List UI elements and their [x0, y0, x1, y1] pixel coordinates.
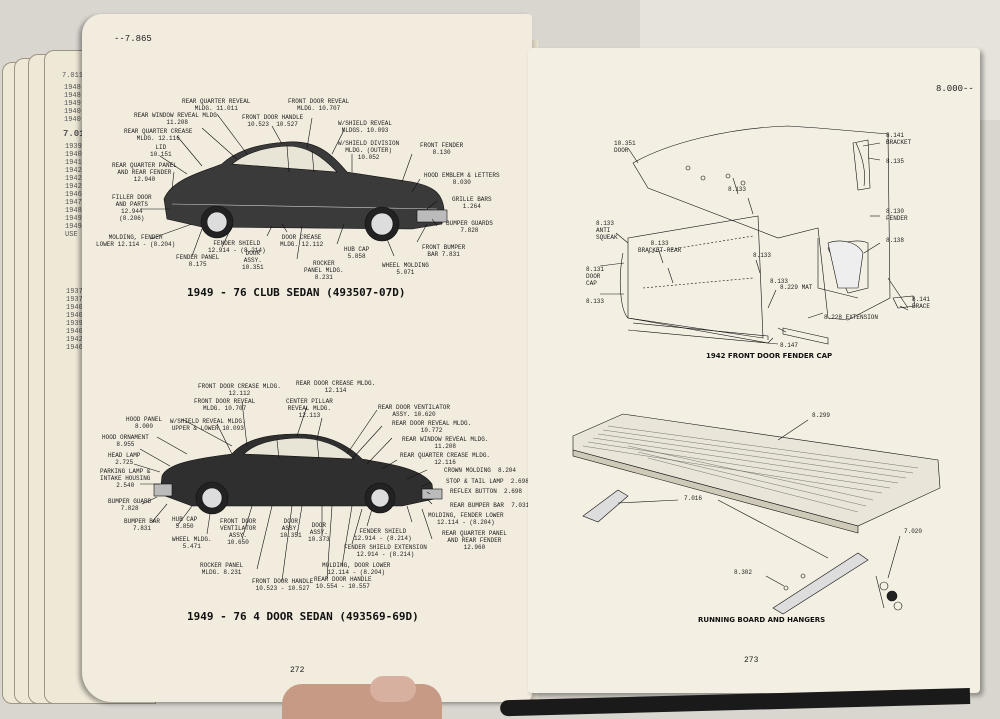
label-rear-quarter-reveal: REAR QUARTER REVEAL MLDG. 11.011 [182, 98, 251, 112]
label-hub-cap: HUB CAP 5.850 [172, 516, 198, 530]
label-stop-tail-lamp: STOP & TAIL LAMP 2.698 [446, 478, 529, 485]
label-rear-door-reveal: REAR DOOR REVEAL MLDG. 10.772 [392, 420, 472, 434]
label-door-assy-rear: DOOR ASSY. 10.373 [308, 522, 330, 543]
label-7020: 7.020 [904, 528, 923, 535]
label-bumper-bar: BUMPER BAR 7.831 [124, 518, 161, 532]
label-8147: 8.147 [780, 342, 799, 349]
label-door: 10.351 DOOR [614, 140, 636, 154]
label-8133-top: 8.133 [728, 186, 747, 193]
running-board-drawing [572, 413, 941, 615]
label-filler-door: FILLER DOOR AND PARTS 12.944 (8.206) [112, 194, 152, 222]
label-molding-fender-lower: MOLDING, FENDER LOWER 12.114 - (8.204) [96, 234, 176, 248]
label-door-assy: DOOR ASSY. 10.351 [242, 250, 264, 271]
label-bumper-guards: BUMPER GUARDS 7.828 [446, 220, 493, 234]
label-front-door-ventilator: FRONT DOOR VENTILATOR ASSY. 10.650 [220, 518, 257, 546]
label-front-door-reveal: FRONT DOOR REVEAL MLDG. 10.707 [194, 398, 256, 412]
page-header: --7.865 [114, 34, 152, 44]
fender-cap-caption: 1942 FRONT DOOR FENDER CAP [706, 352, 833, 360]
label-door-crease: DOOR CREASE MLDG. 12.112 [280, 234, 324, 248]
label-front-door-reveal: FRONT DOOR REVEAL MLDG. 10.707 [288, 98, 350, 112]
label-front-bumper-bar: FRONT BUMPER BAR 7.831 [422, 244, 466, 258]
label-rear-quarter-panel: REAR QUARTER PANEL AND REAR FENDER 12.94… [112, 162, 177, 183]
right-page: 8.000-- [528, 48, 980, 693]
label-wshield-reveal: W/SHIELD REVEAL MLDG. UPPER & LOWER 10.0… [170, 418, 246, 432]
label-rear-quarter-crease: REAR QUARTER CREASE MLDG. 12.116 [124, 128, 193, 142]
label-brace: 8.141 BRACE [912, 296, 931, 310]
running-board-caption: RUNNING BOARD AND HANGERS [698, 616, 826, 624]
label-molding-fender-lower: MOLDING, FENDER LOWER 12.114 - (8.204) [428, 512, 504, 526]
label-hub-cap: HUB CAP 5.858 [344, 246, 370, 260]
label-rear-window-reveal: REAR WINDOW REVEAL MLDG. 11.208 [402, 436, 489, 450]
thumb [282, 684, 442, 719]
label-front-fender: FRONT FENDER 8.130 [420, 142, 464, 156]
label-wshield-reveal: W/SHIELD REVEAL MLDGS. 10.093 [338, 120, 393, 134]
label-rear-door-handle: REAR DOOR HANDLE 10.554 - 10.557 [314, 576, 372, 590]
label-8135: 8.135 [886, 158, 905, 165]
label-fender-panel: FENDER PANEL 8.175 [176, 254, 220, 268]
page-header: 8.000-- [936, 84, 974, 94]
label-fender-shield-ext: FENDER SHIELD EXTENSION 12.914 - (8.214) [344, 544, 427, 558]
label-parking-lamp: PARKING LAMP & INTAKE HOUSING 2.540 [100, 468, 151, 489]
label-rear-door-ventilator: REAR DOOR VENTILATOR ASSY. 10.620 [378, 404, 451, 418]
label-bumper-guard: BUMPER GUARD 7.828 [108, 498, 152, 512]
side-strip-list: 1937 1937 1940 1940 1939 1940 1942 1946 [66, 288, 83, 352]
label-fender-shield: FENDER SHIELD 12.914 - (8.214) [354, 528, 412, 542]
label-lid: LID 10.151 [150, 144, 172, 158]
label-rear-window-reveal: REAR WINDOW REVEAL MLDG. 11.208 [134, 112, 221, 126]
four-door-sedan-drawing [133, 401, 443, 582]
page-number: 273 [744, 656, 759, 665]
label-8133-left: 8.133 [586, 298, 605, 305]
label-8299: 8.299 [812, 412, 831, 419]
label-rear-door-crease: REAR DOOR CREASE MLDG. 12.114 [296, 380, 376, 394]
club-sedan-drawing [140, 113, 448, 260]
label-hood-ornament: HOOD ORNAMENT 8.955 [102, 434, 149, 448]
label-front-door-crease: FRONT DOOR CREASE MLDG. 12.112 [198, 383, 281, 397]
label-center-pillar: CENTER PILLAR REVEAL MLDG. 12.113 [286, 398, 333, 419]
label-fender: 8.130 FENDER [886, 208, 908, 222]
label-head-lamp: HEAD LAMP 2.725 [108, 452, 141, 466]
side-strip-heading: 7.012 [63, 129, 91, 139]
side-strip-list: 1948-6 1948-4 1949-0 1940-5 1940-7 [64, 84, 90, 124]
label-front-door-handle: FRONT DOOR HANDLE 10.523 - 10.527 [252, 578, 314, 592]
page-number: 272 [290, 666, 305, 675]
label-mat: 8.229 MAT [780, 284, 813, 291]
label-wheel-molding: WHEEL MOLDING 5.071 [382, 262, 429, 276]
label-grille-bars: GRILLE BARS 1.264 [452, 196, 492, 210]
thumbnail [370, 676, 416, 702]
label-door-assy-front: DOOR ASSY. 10.351 [280, 518, 302, 539]
label-anti-squeak: 8.133 ANTI SQUEAK [596, 220, 618, 241]
label-hood-emblem: HOOD EMBLEM & LETTERS 8.030 [424, 172, 500, 186]
label-7016: 7.016 [684, 495, 703, 502]
side-strip-list: 1939-5 1940-6 1941-4 1942-0 1942-1 1942-… [65, 143, 91, 239]
label-reflex-button: REFLEX BUTTON 2.698 [450, 488, 523, 495]
label-front-door-handle: FRONT DOOR HANDLE 10.523 10.527 [242, 114, 304, 128]
label-8133-mid: 8.133 [753, 252, 772, 259]
label-rear-bumper-bar: REAR BUMPER BAR 7.031 [450, 502, 530, 509]
label-rocker-panel: ROCKER PANEL MLDG. 8.231 [304, 260, 344, 281]
label-rear-quarter-panel: REAR QUARTER PANEL AND REAR FENDER 12.96… [442, 530, 507, 551]
label-rocker-panel: ROCKER PANEL MLDG. 8.231 [200, 562, 244, 576]
label-bracket: 8.141 BRACKET [886, 132, 912, 146]
label-8302: 8.302 [734, 569, 753, 576]
fender-cap-drawing [599, 125, 916, 345]
four-door-sedan-title: 1949 - 76 4 DOOR SEDAN (493569-69D) [187, 610, 419, 623]
label-hood-panel: HOOD PANEL 8.000 [126, 416, 163, 430]
label-wshield-division: W/SHIELD DIVISION MLDG. (OUTER) 10.052 [338, 140, 400, 161]
label-molding-door-lower: MOLDING, DOOR LOWER 12.114 - (8.204) [322, 562, 391, 576]
label-door-cap: 8.131 DOOR CAP [586, 266, 605, 287]
label-8133-low: 8.133 [770, 278, 789, 285]
left-page: --7.865 [82, 14, 532, 702]
label-8138: 8.138 [886, 237, 905, 244]
label-bracket-rear: 8.133 BRACKET REAR [638, 240, 682, 254]
label-crown-molding: CROWN MOLDING 8.204 [444, 467, 517, 474]
label-fender-shield: FENDER SHIELD 12.914 - (8.214) [208, 240, 266, 254]
label-wheel-mldg: WHEEL MLDG. 5.471 [172, 536, 212, 550]
label-extension: 8.228 EXTENSION [824, 314, 879, 321]
label-rear-quarter-crease: REAR QUARTER CREASE MLDG. 12.116 [400, 452, 491, 466]
club-sedan-title: 1949 - 76 CLUB SEDAN (493507-07D) [187, 286, 406, 299]
